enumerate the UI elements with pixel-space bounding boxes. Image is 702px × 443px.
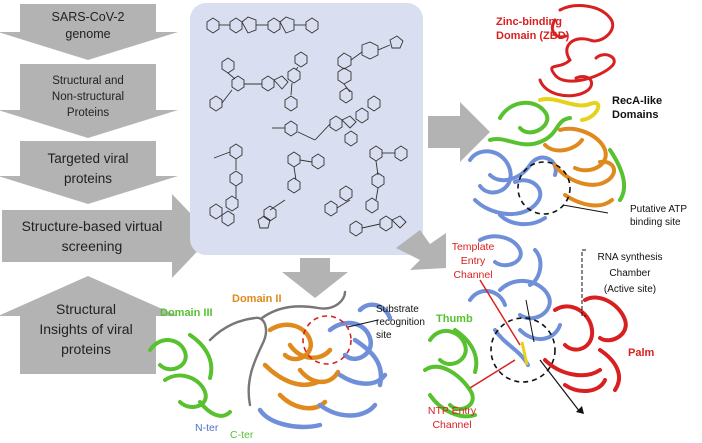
flow-arrows: [282, 102, 490, 298]
ntp-label-line2: Channel: [432, 419, 471, 431]
substrate-site-circle: [302, 315, 352, 365]
domain3-ribbon: [148, 333, 232, 418]
rdrp-thumb-ribbon: [423, 328, 479, 419]
step-proteins-line2: Non-structural: [52, 91, 124, 103]
ntp-label-line1: NTP Entry: [428, 405, 477, 417]
atp-label-line1: Putative ATP: [630, 204, 687, 215]
thumb-label: Thumb: [436, 313, 473, 325]
linker-coil: [208, 290, 347, 407]
helicase-green-ribbon: [488, 101, 627, 202]
step-genome-line1: SARS-CoV-2: [52, 10, 125, 24]
exit-arrow: [539, 359, 581, 413]
step-insights-line1: Structural: [56, 301, 116, 317]
workflow-step-targeted: Targeted viral proteins: [0, 141, 178, 204]
rdrp-structure: Template Entry Channel RNA synthesis Cha…: [423, 234, 663, 431]
workflow: SARS-CoV-2 genome Structural and Non-str…: [0, 4, 212, 374]
chamber-label-line2: Chamber: [609, 268, 651, 279]
step-insights-line2: Insights of viral: [39, 321, 132, 337]
substrate-label-line2: recognition: [376, 317, 425, 328]
chamber-label-line1: RNA synthesis: [597, 252, 662, 263]
template-label-line1: Template: [452, 241, 495, 253]
domain3-label: Domain III: [160, 307, 213, 319]
zbd-label-line1: Zinc-binding: [496, 16, 562, 28]
helicase-structure: Zinc-binding Domain (ZBD) RecA-like: [468, 4, 687, 228]
ntp-channel-pointer: [469, 359, 516, 389]
template-label-line2: Entry: [461, 255, 486, 267]
step-screening-line1: Structure-based virtual: [22, 218, 163, 234]
chamber-pointer: [525, 299, 535, 343]
step-proteins-line3: Proteins: [67, 107, 109, 119]
step-insights-line3: proteins: [61, 341, 111, 357]
active-site-ligand: [520, 341, 529, 366]
template-label-line3: Channel: [453, 269, 492, 281]
domain2-ribbon: [262, 322, 341, 411]
palm-label: Palm: [628, 347, 655, 359]
arrow-to-helicase: [428, 102, 490, 162]
reca-label-line1: RecA-like: [612, 95, 662, 107]
stalk-ribbon: [538, 96, 601, 122]
substrate-label-line3: site: [376, 330, 392, 341]
template-channel-pointer: [479, 279, 521, 346]
protease-structure: Domain III Domain II Substrate recogniti…: [148, 290, 425, 441]
chemical-structures: [206, 16, 408, 237]
step-genome-line2: genome: [65, 27, 110, 41]
active-site-circle: [490, 317, 556, 383]
exit-arrowhead: [576, 406, 584, 414]
step-targeted-line2: proteins: [64, 171, 112, 186]
zbd-ribbon: [538, 4, 616, 98]
domain2-label: Domain II: [232, 293, 282, 305]
workflow-step-proteins: Structural and Non-structural Proteins: [0, 64, 178, 138]
chamber-label-box: RNA synthesis Chamber (Active site): [581, 249, 663, 317]
reca-label-line2: Domains: [612, 109, 658, 121]
workflow-step-insights: Structural Insights of viral proteins: [0, 276, 178, 374]
helicase-orange-ribbon: [543, 126, 616, 208]
workflow-step-genome: SARS-CoV-2 genome: [0, 4, 178, 60]
compound-library-panel: [190, 3, 423, 255]
step-screening-line2: screening: [62, 238, 123, 254]
workflow-step-screening: Structure-based virtual screening: [2, 194, 212, 278]
arrow-to-rdrp: [396, 230, 446, 270]
chamber-label-line3: (Active site): [604, 284, 656, 295]
nter-label: N-ter: [195, 422, 219, 434]
atp-label-line2: binding site: [630, 217, 681, 228]
atp-pointer-line: [562, 204, 609, 214]
step-targeted-line1: Targeted viral: [47, 151, 128, 166]
zbd-label-line2: Domain (ZBD): [496, 30, 570, 42]
arrow-to-protease: [282, 258, 348, 298]
cter-label: C-ter: [230, 429, 254, 441]
rdrp-palm-ribbon: [543, 295, 628, 393]
substrate-pointer: [347, 319, 379, 328]
atp-site-circle: [517, 161, 571, 215]
substrate-label-line1: Substrate: [376, 304, 419, 315]
domain1-ribbon: [257, 302, 393, 430]
step-proteins-line1: Structural and: [52, 75, 124, 87]
